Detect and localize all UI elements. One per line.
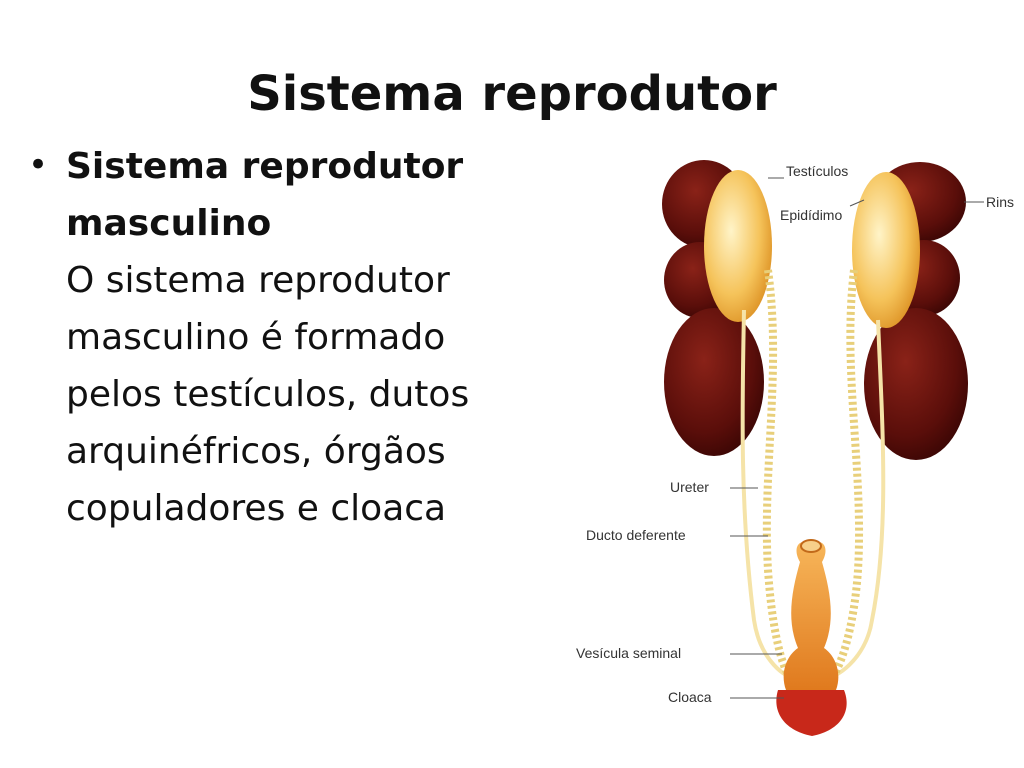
bullet-marker: •	[28, 145, 49, 185]
slide-title: Sistema reprodutor	[247, 66, 777, 122]
ductus-left	[762, 269, 796, 683]
label-cloaca: Cloaca	[668, 689, 712, 705]
bullet-text: Sistema reprodutor masculino O sistema r…	[66, 138, 469, 537]
body-line: arquinéfricos, órgãos	[66, 431, 446, 472]
body-line: masculino é formado	[66, 317, 446, 358]
label-vesicula-seminal: Vesícula seminal	[576, 645, 681, 661]
reproductive-diagram: Testículos Epidídimo Rins Ureter Ducto d…	[576, 160, 1014, 736]
heading-line: masculino	[66, 203, 272, 244]
content-area: • Sistema reprodutor masculino O sistema…	[28, 138, 588, 537]
body-line: pelos testículos, dutos	[66, 374, 470, 415]
heading-line: Sistema reprodutor	[66, 146, 464, 187]
testis-left	[704, 170, 772, 322]
body-line: O sistema reprodutor	[66, 260, 450, 301]
cloaca	[776, 539, 847, 736]
ureter-left	[740, 309, 799, 681]
ductus-right	[826, 269, 864, 683]
bullet-item: • Sistema reprodutor masculino O sistema…	[28, 138, 588, 537]
label-ducto-deferente: Ducto deferente	[586, 527, 686, 543]
ureter-right	[823, 319, 886, 681]
label-epididimo: Epidídimo	[780, 207, 842, 223]
bullet-body: O sistema reprodutor masculino é formado…	[66, 252, 469, 537]
bullet-heading: Sistema reprodutor masculino	[66, 138, 469, 252]
testis-right	[852, 172, 920, 328]
body-line: copuladores e cloaca	[66, 488, 447, 529]
label-ureter: Ureter	[670, 479, 709, 495]
label-rins: Rins	[986, 194, 1014, 210]
label-testiculos: Testículos	[786, 163, 848, 179]
